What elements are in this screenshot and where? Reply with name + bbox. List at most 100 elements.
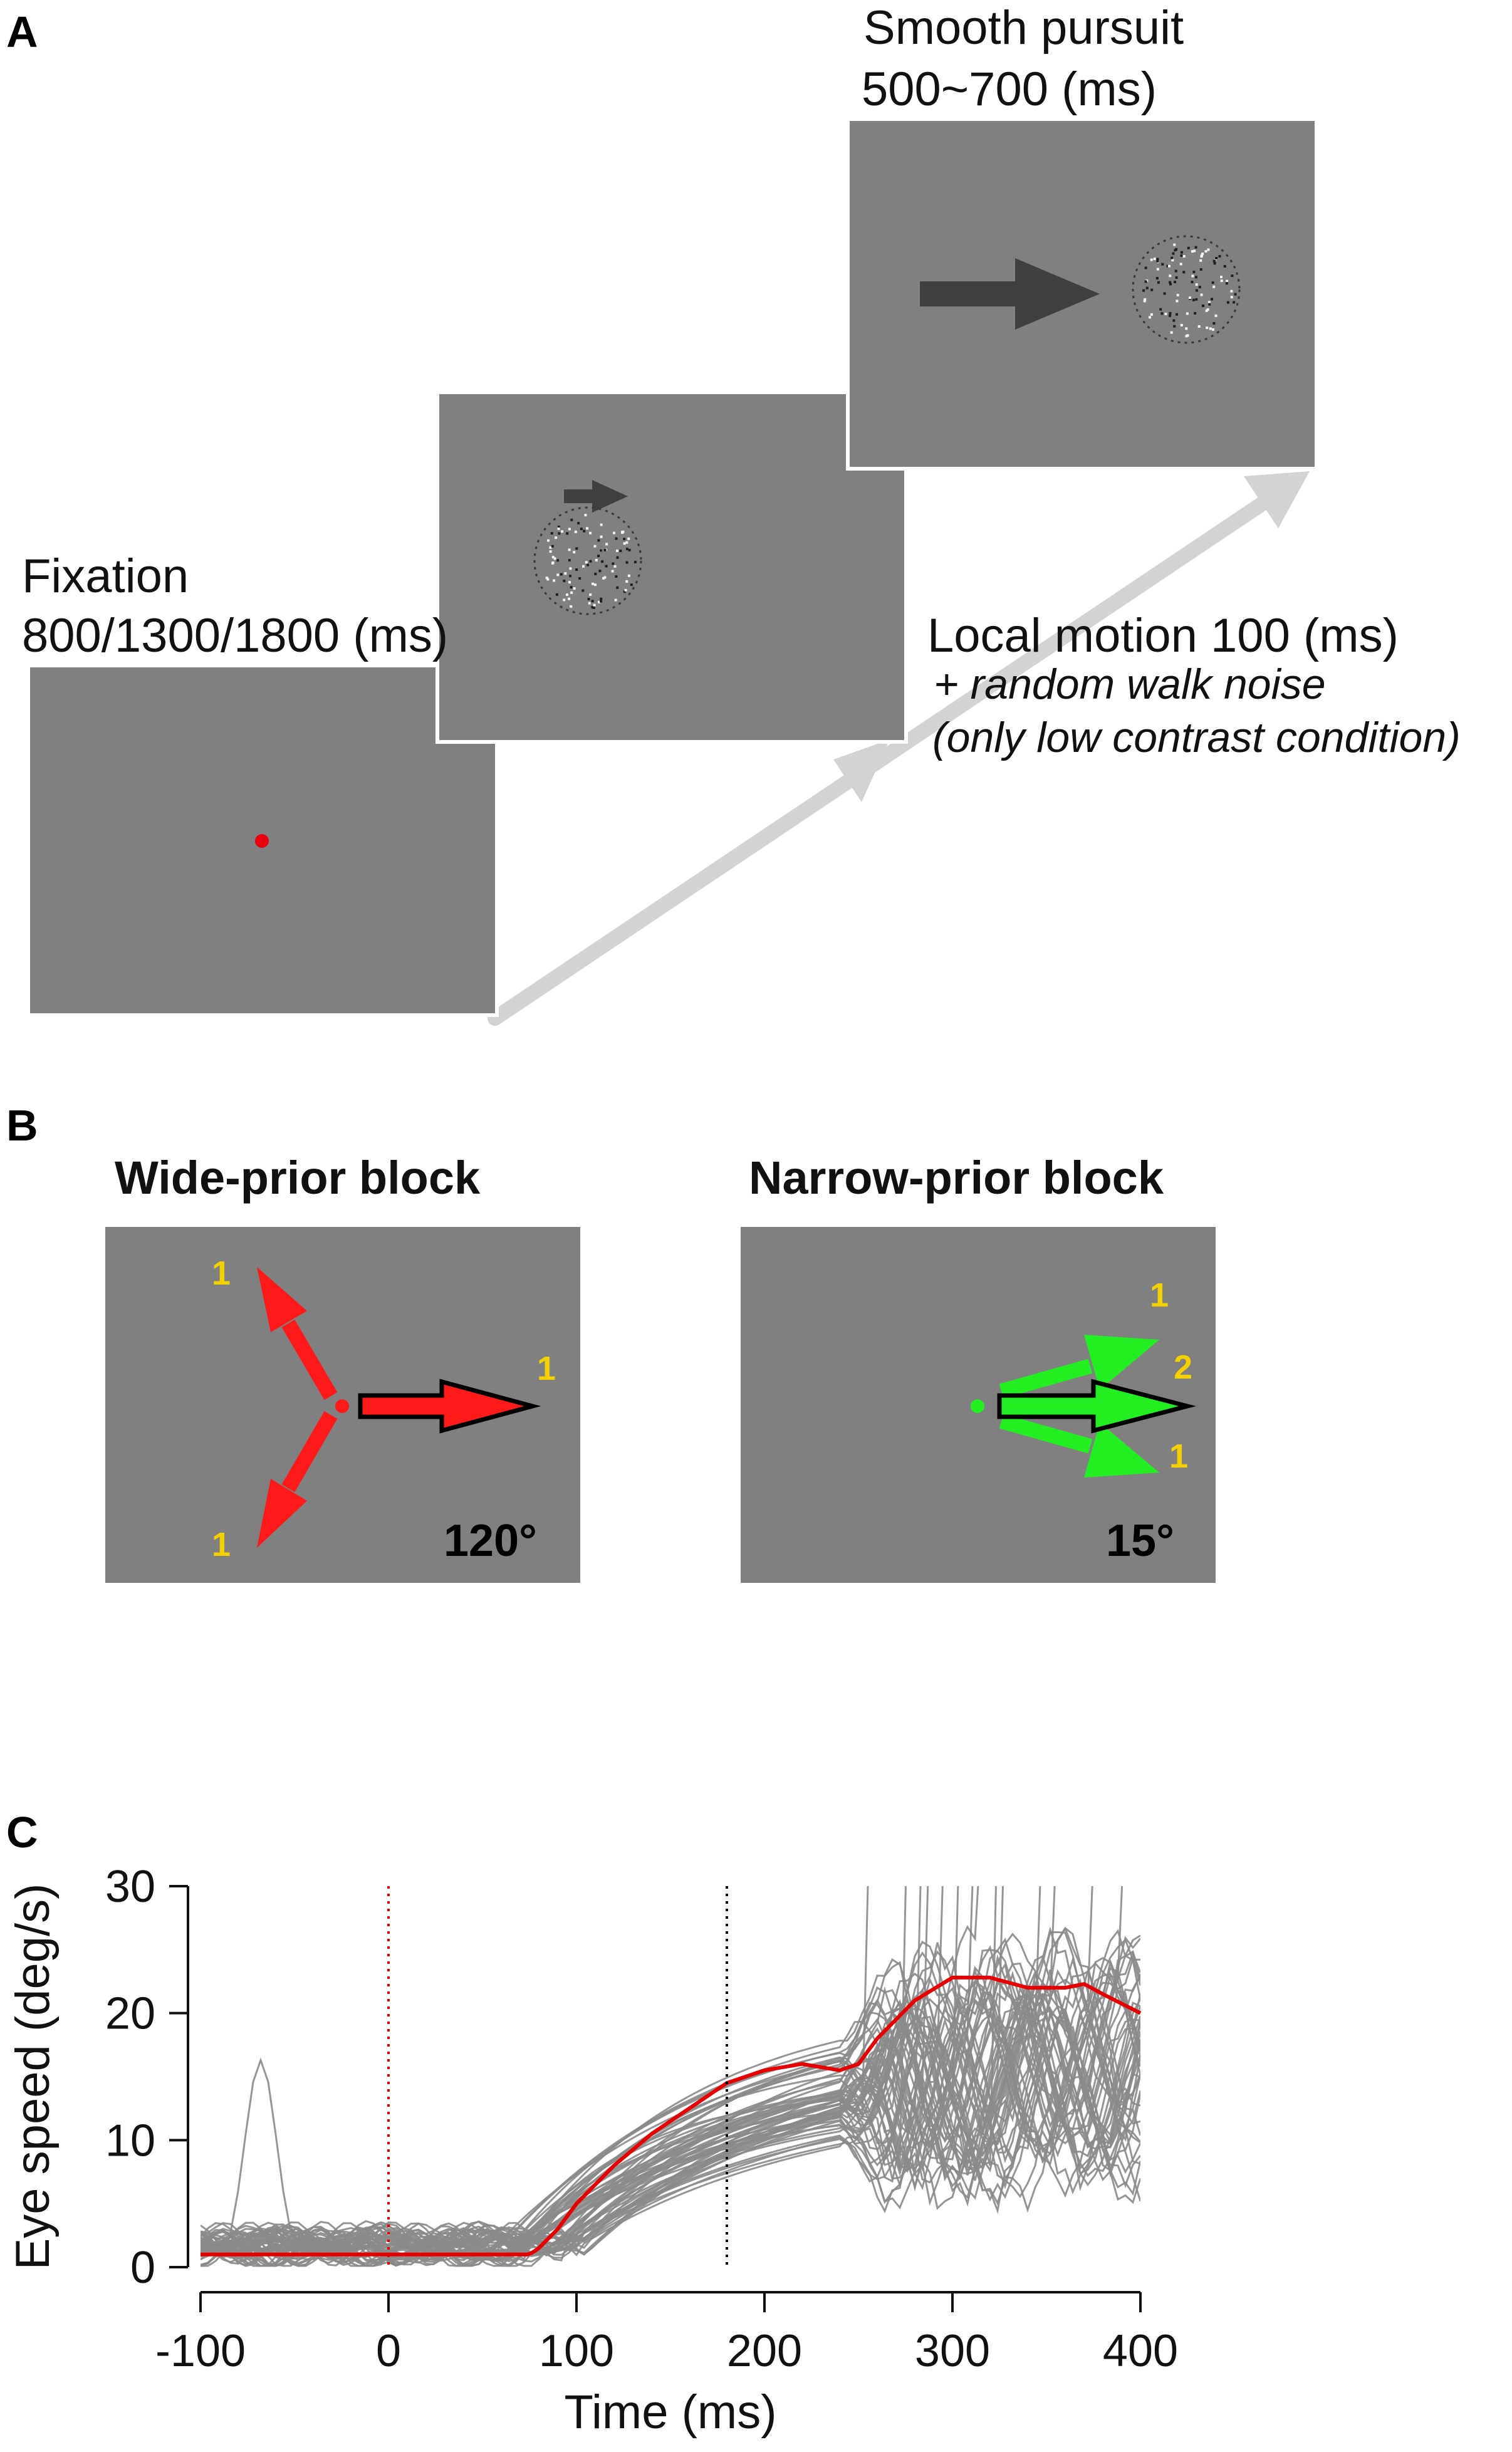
dot [1191,281,1194,283]
dot [1145,286,1149,290]
dot [1149,316,1151,319]
dot [545,576,548,580]
dot [1213,262,1216,265]
fixation-dot [335,1399,349,1413]
dot [547,539,550,542]
dot [605,565,608,568]
dot [1175,276,1178,279]
panel-c-label: C [6,1808,38,1857]
dot [569,567,572,570]
dot [1180,254,1183,257]
dot [1212,285,1216,288]
fixation-screen [26,664,499,1017]
dot [1195,289,1198,292]
dot [1187,246,1190,249]
small-motion-arrow [564,480,628,513]
y-tick-label: 0 [130,2243,155,2293]
dot [623,590,626,593]
dot [594,583,597,587]
dot [1170,256,1174,259]
dot [1171,259,1174,262]
y-tick-label: 10 [105,2116,155,2166]
dot [555,536,558,540]
dot [1161,263,1164,266]
dot [589,531,592,535]
dot [1180,323,1183,326]
dot [1157,281,1160,284]
dot [1153,258,1156,261]
dot [1225,282,1228,285]
dot [1160,312,1164,315]
dot [592,582,594,585]
trial-traces [201,1886,1140,2267]
dot [1208,303,1211,306]
dot [1172,252,1175,255]
dot [627,574,630,577]
dot [1173,325,1176,328]
arrow-down-left [257,1411,338,1548]
dot [591,606,594,609]
fixation-title: Fixation [22,550,189,603]
dot [1156,258,1159,261]
dot [1195,283,1198,286]
dot [623,538,626,541]
dot [1193,249,1196,253]
trial-trace [201,1965,1140,2256]
dot [1220,279,1223,283]
dot [589,593,592,596]
dot [1192,298,1195,301]
dot [593,545,597,548]
arrow-up-left [257,1267,338,1401]
arrow-upper [999,1335,1159,1399]
dot [1191,250,1194,253]
random-dots [545,514,637,609]
dot [582,565,585,568]
dot [1174,281,1177,283]
dot [1172,319,1176,322]
dot [1144,280,1147,283]
dot [575,547,578,550]
dot [1200,293,1203,296]
dot [1230,296,1233,299]
dot [1182,271,1186,274]
dot [1207,301,1211,304]
trial-trace [201,1886,907,2267]
dot [549,546,552,549]
dot [1199,268,1202,271]
dot [1175,248,1178,251]
dot [624,588,627,592]
dot [573,587,576,590]
dot [1219,276,1223,278]
weight-down: 1 [212,1526,231,1563]
dot [1169,274,1172,278]
dot [557,525,560,528]
dot [556,559,560,562]
dot [1234,293,1237,296]
dot [597,539,600,542]
dot [1180,251,1183,254]
x-axis-label: Time (ms) [564,2386,776,2439]
dot [589,560,592,563]
panel-a-label: A [6,8,38,56]
dot [1211,298,1213,301]
dot [580,528,583,530]
dot [586,527,588,530]
dot [570,605,573,608]
trial-trace [201,1970,1140,2267]
dot [625,548,628,551]
narrow-prior-title: Narrow-prior block [749,1152,1164,1204]
dot [551,561,554,565]
dot [1142,289,1145,292]
y-tick-label: 20 [105,1989,155,2039]
dot [1218,255,1221,258]
x-tick-label: 300 [915,2326,990,2376]
dot [1195,298,1198,301]
dot [1179,263,1182,266]
arrow-center [997,1379,1196,1434]
dot [600,600,603,603]
dot [581,589,585,592]
dot [1202,305,1205,307]
dot [1223,265,1226,268]
trial-trace [201,1982,1140,2267]
dot [614,598,617,602]
